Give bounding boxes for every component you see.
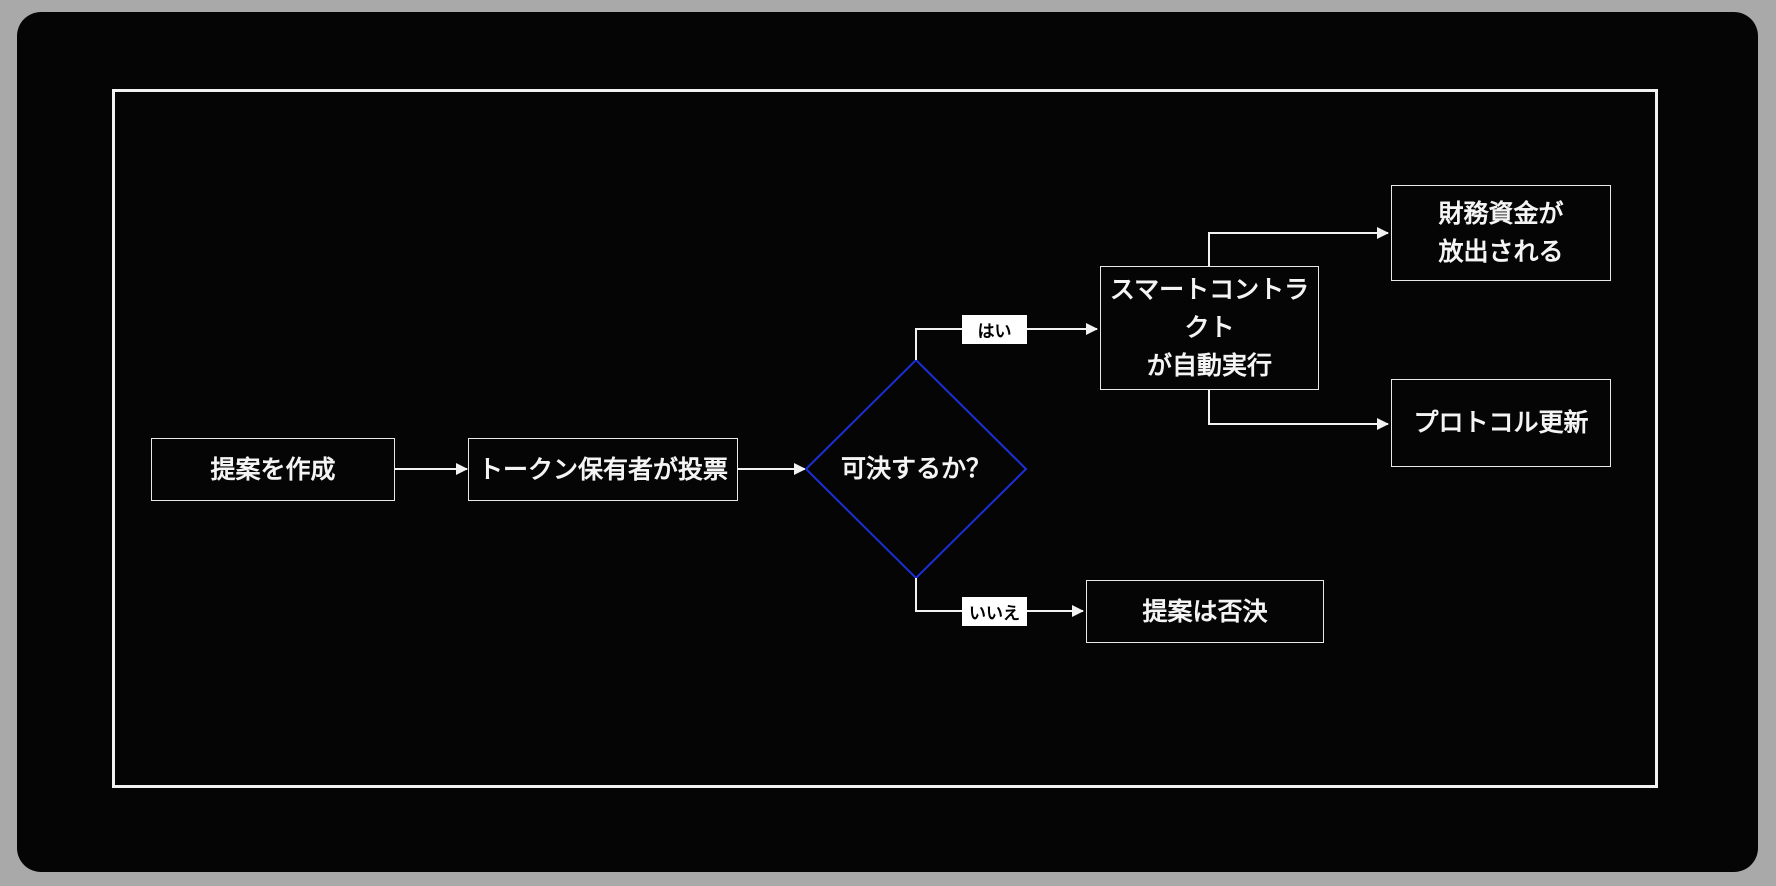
node-create-proposal-label: 提案を作成 <box>210 454 336 484</box>
node-token-holder-vote-label: トークン保有者が投票 <box>477 454 728 484</box>
edge-label-yes: はい <box>962 315 1027 344</box>
canvas-panel <box>17 12 1758 872</box>
node-treasury-release-line2: 放出される <box>1438 237 1564 266</box>
edge-decision-no <box>915 578 1084 617</box>
node-smart-contract-execution-line2: が自動実行 <box>1146 351 1272 380</box>
diagram-frame <box>112 89 1658 788</box>
node-proposal-rejected: 提案は否決 <box>1086 580 1324 643</box>
node-treasury-release-line1: 財務資金が <box>1438 199 1564 228</box>
node-smart-contract-execution: スマートコントラクト が自動実行 <box>1100 266 1319 390</box>
node-smart-contract-execution-line1: スマートコントラクト <box>1109 275 1310 342</box>
node-treasury-release: 財務資金が 放出される <box>1391 185 1611 281</box>
node-proposal-rejected-label: 提案は否決 <box>1142 596 1268 626</box>
edge-label-no: いいえ <box>962 597 1027 626</box>
node-protocol-update-label: プロトコル更新 <box>1413 408 1589 437</box>
node-token-holder-vote: トークン保有者が投票 <box>468 438 738 501</box>
edge-execute-to-protocol <box>1208 390 1389 430</box>
node-decision-label: 可決するか？ <box>840 454 991 483</box>
edge-decision-yes <box>915 323 1098 360</box>
node-decision: 可決するか？ <box>836 449 996 489</box>
node-create-proposal: 提案を作成 <box>151 438 395 501</box>
node-protocol-update: プロトコル更新 <box>1391 379 1611 467</box>
edge-execute-to-treasury <box>1208 227 1389 266</box>
